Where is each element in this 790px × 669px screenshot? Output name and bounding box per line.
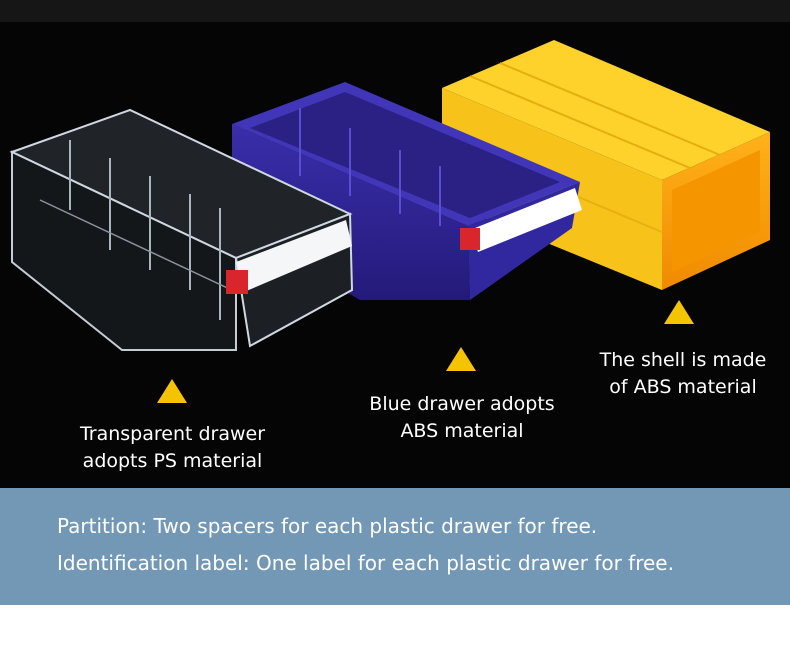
marker-shell xyxy=(664,300,694,324)
info-band: Partition: Two spacers for each plastic … xyxy=(0,488,790,605)
callout-blue-line-2: ABS material xyxy=(400,420,524,442)
marker-blue xyxy=(446,347,476,371)
callout-shell: The shell is made of ABS material xyxy=(584,347,782,401)
callout-shell-line-2: of ABS material xyxy=(609,376,757,398)
callout-shell-line-1: The shell is made xyxy=(599,349,767,371)
partition-note: Partition: Two spacers for each plastic … xyxy=(57,514,598,538)
transparent-drawer xyxy=(9,108,354,351)
yellow-shell xyxy=(441,40,770,290)
callout-blue: Blue drawer adopts ABS material xyxy=(352,391,572,445)
callout-transparent-line-2: adopts PS material xyxy=(82,450,263,472)
callout-blue-line-1: Blue drawer adopts xyxy=(369,393,555,415)
label-note: Identification label: One label for each… xyxy=(57,551,674,575)
marker-transparent xyxy=(157,379,187,403)
callout-transparent: Transparent drawer adopts PS material xyxy=(60,421,285,475)
drawers-illustration xyxy=(9,40,770,351)
photo-top-strip xyxy=(0,0,790,22)
product-photo: Transparent drawer adopts PS material Bl… xyxy=(0,0,790,488)
callout-transparent-line-1: Transparent drawer xyxy=(79,423,266,445)
